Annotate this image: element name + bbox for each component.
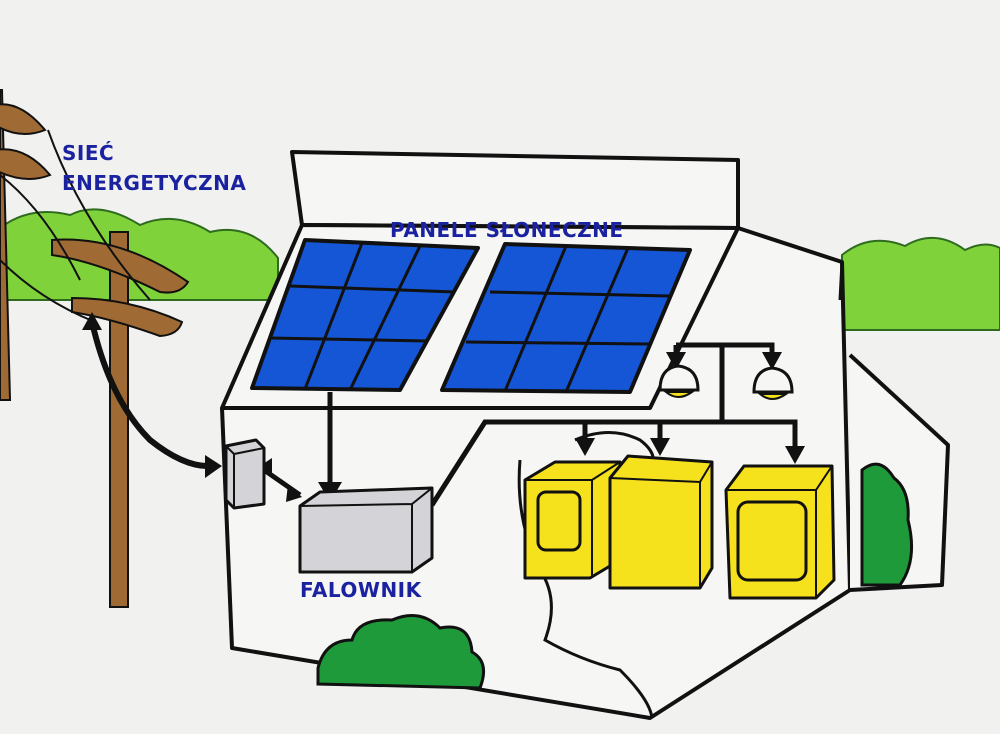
solar-panel-icon [250,238,692,394]
grid-label-line2: ENERGETYCZNA [62,171,247,195]
utility-pole-icon [0,89,190,608]
meter-box-icon [224,438,266,510]
wiring-arrows [82,312,805,507]
ceiling-lamp-icon [658,364,794,400]
inverter-label: FALOWNIK [300,578,422,602]
washing-machine-icon [523,454,836,600]
grid-label: SIEĆ ENERGETYCZNA [62,138,246,198]
shrub-icon [316,462,914,690]
solar-panels-label: PANELE SŁONECZNE [390,218,624,242]
background-shrubs-right [841,236,1000,331]
grid-label-line1: SIEĆ [62,141,115,165]
inverter-box-icon [298,486,434,574]
